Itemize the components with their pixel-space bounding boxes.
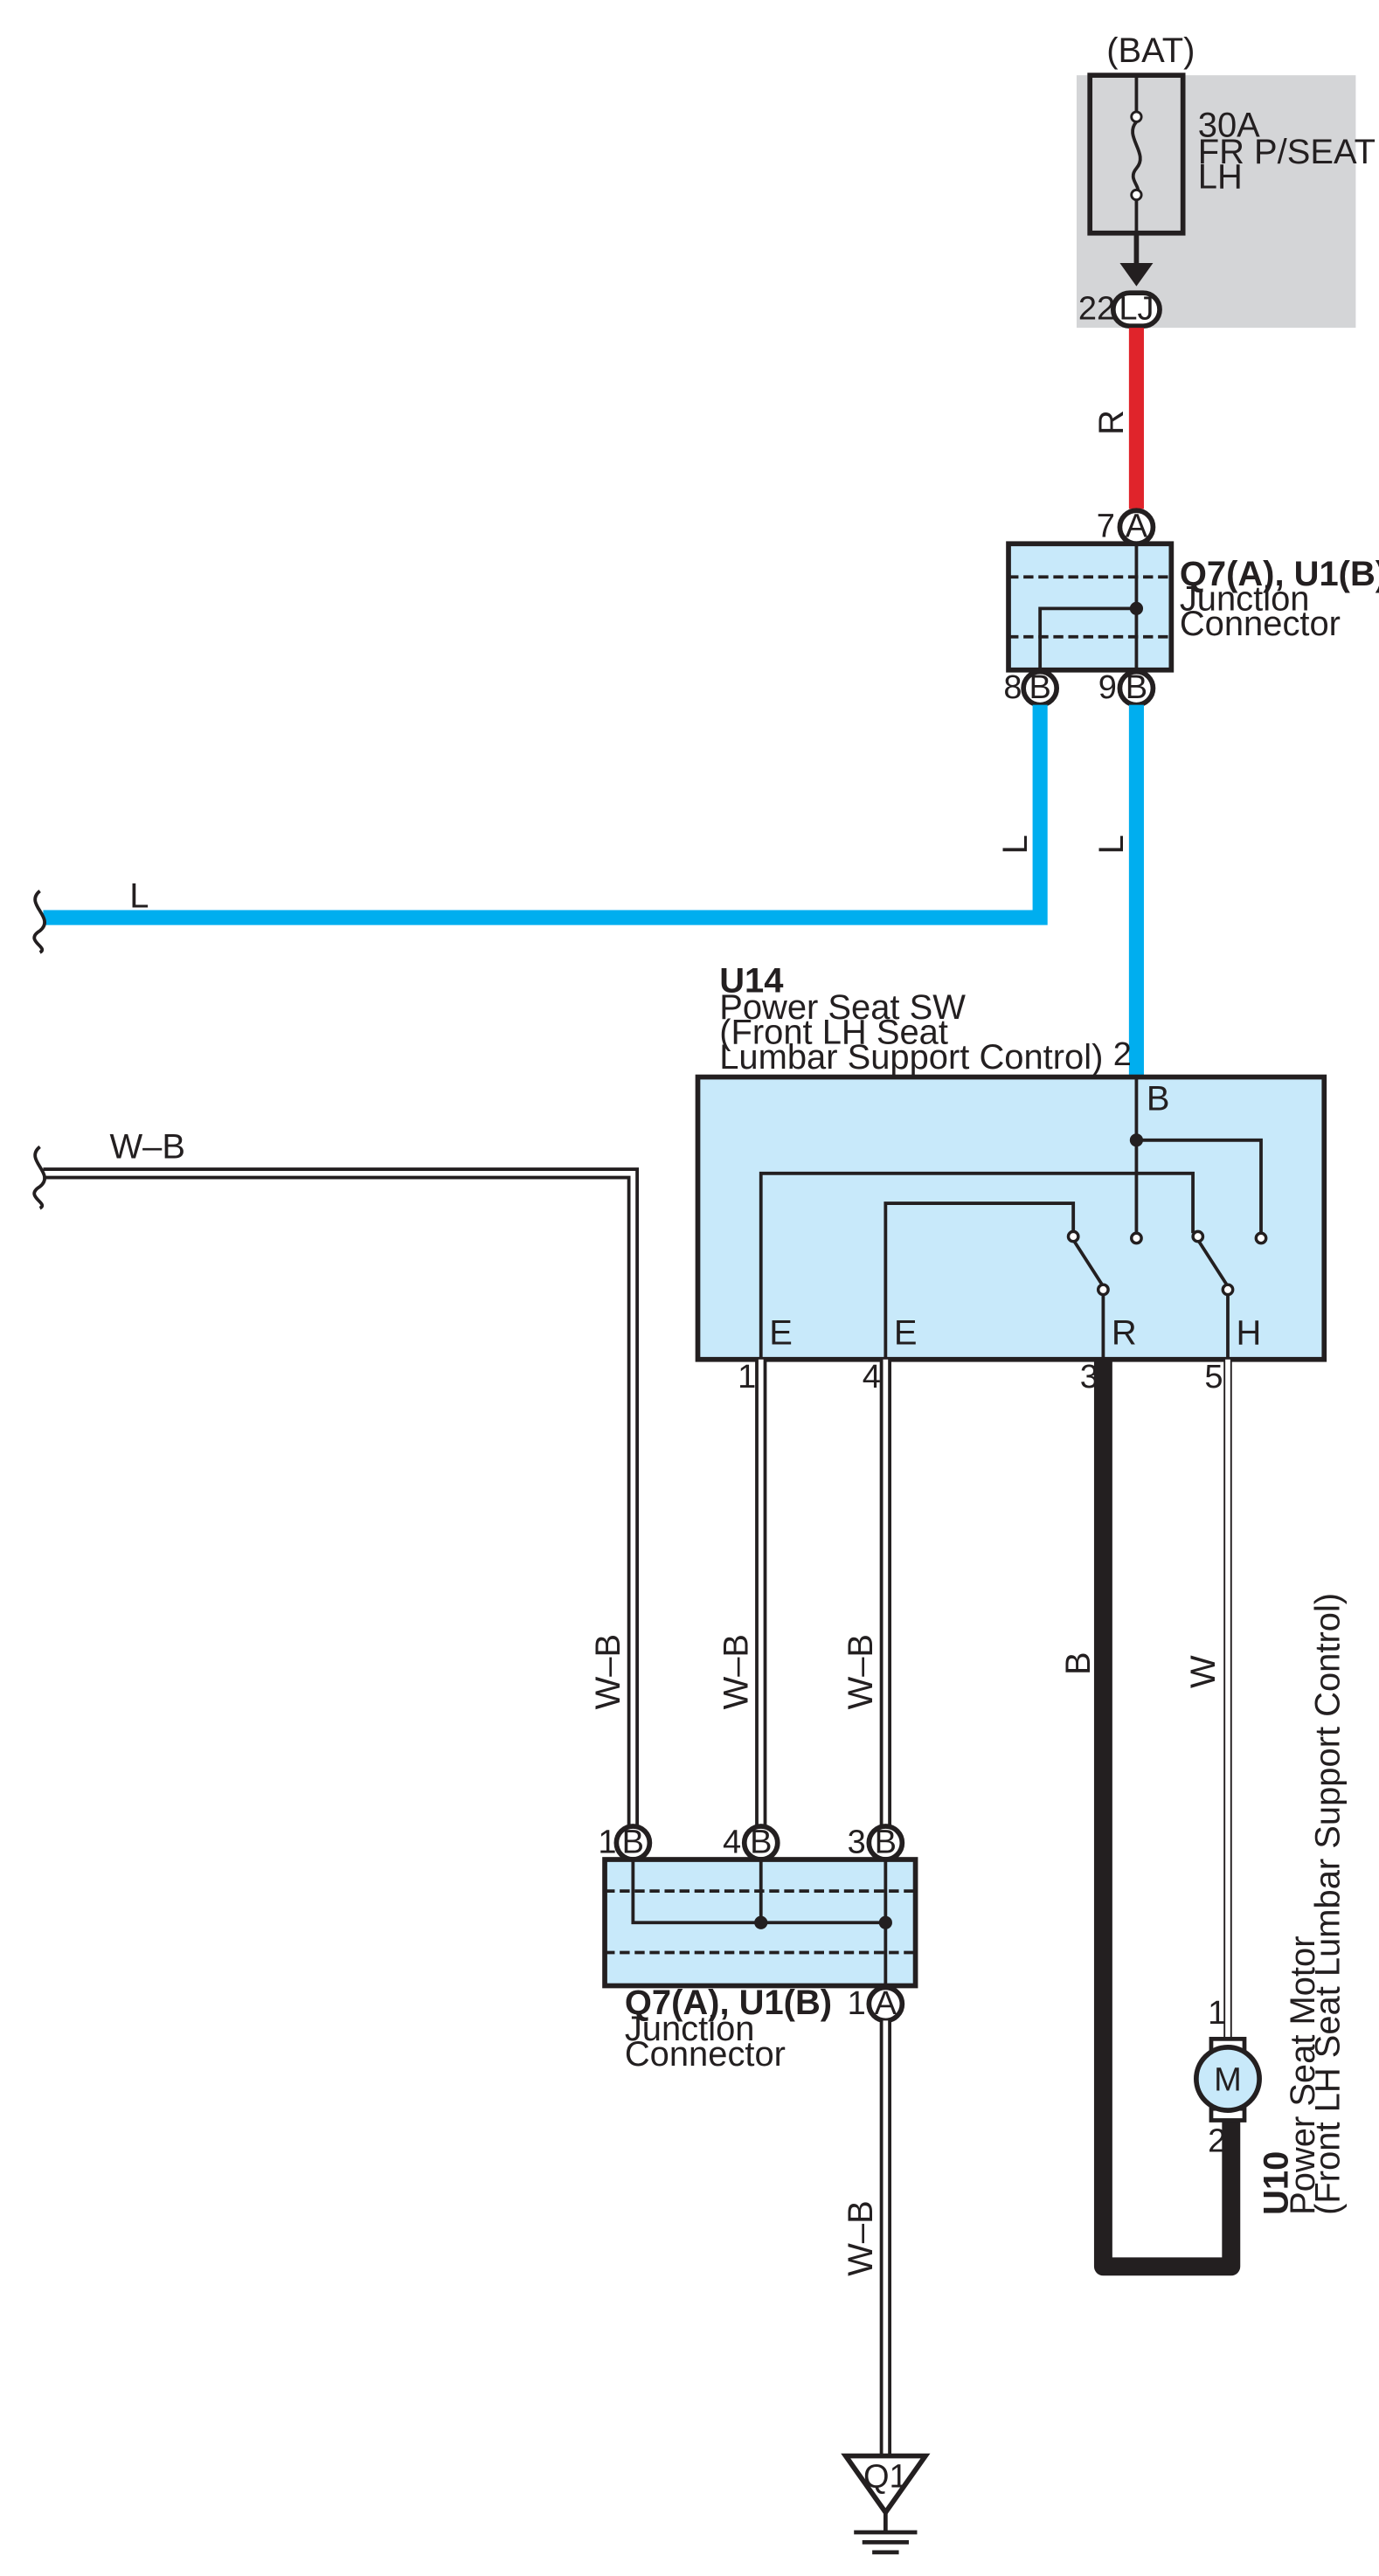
switch-term-b: B — [1147, 1080, 1170, 1118]
fuse-box-background — [1076, 75, 1356, 329]
fuse-icon — [1130, 75, 1143, 233]
wire-blue-left — [43, 704, 1048, 925]
junction-bottom-line2: Junction — [625, 2010, 755, 2048]
motor-symbol: M — [1214, 2061, 1242, 2098]
switch-pin-e1: 1 — [738, 1359, 756, 1395]
junction-bottom-pin-4: 4 — [723, 1824, 741, 1860]
junction-bottom-pin-out-code: A — [875, 1985, 897, 2022]
motor-pin-1: 1 — [1208, 1995, 1226, 2032]
switch-internal-circuit — [759, 1077, 1263, 1360]
wire-label-wb-2: W–B — [717, 1634, 756, 1709]
wire-label-r: R — [1092, 410, 1131, 435]
battery-label: (BAT) — [1106, 31, 1195, 70]
junction-bottom-line3: Connector — [625, 2035, 786, 2074]
wire-label-l-8: L — [996, 834, 1035, 854]
switch-pin-b: 2 — [1113, 1036, 1132, 1073]
wire-break-icon — [32, 890, 46, 954]
power-seat-switch — [695, 1074, 1327, 1362]
motor-pin-2: 2 — [1208, 2123, 1226, 2160]
wire-label-l-9: L — [1092, 834, 1131, 854]
motor-name-line2: (Front LH Seat Lumbar Support Control) — [1308, 1593, 1347, 2215]
motor-name-line1: Power Seat Motor — [1284, 1935, 1322, 2214]
connector-lj-pin: 22 — [1078, 291, 1115, 328]
wire-break-icon — [32, 1145, 46, 1210]
junction-bottom-pin-1-code: B — [622, 1824, 644, 1860]
wire-label-w-motor: W — [1184, 1655, 1223, 1688]
connector-lj — [1110, 290, 1162, 329]
wire-black-motor — [1093, 1359, 1241, 2276]
junction-bottom-pin-3: 3 — [848, 1824, 866, 1860]
switch-name-line1: Power Seat SW — [719, 988, 966, 1027]
junction-bottom-pin-4-code: B — [750, 1824, 772, 1860]
junction-top-pin-8: 8 — [1003, 669, 1022, 706]
ground-code: Q1 — [863, 2459, 908, 2496]
switch-contacts — [1066, 1229, 1268, 1297]
junction-top-title: Q7(A), U1(B) — [1180, 555, 1379, 593]
junction-bottom-pin-out: 1 — [848, 1985, 866, 2022]
wire-label-l-left: L — [129, 877, 149, 916]
switch-term-h: H — [1236, 1314, 1261, 1353]
switch-term-e1: E — [769, 1314, 793, 1353]
switch-pin-h: 5 — [1204, 1359, 1223, 1395]
junction-top-line3: Connector — [1180, 605, 1341, 643]
ground-point-icon — [841, 2453, 931, 2517]
ground-icon — [854, 2512, 918, 2555]
switch-term-r: R — [1112, 1314, 1137, 1353]
junction-top-pin-9-code: B — [1126, 669, 1147, 706]
switch-name-line3: Lumbar Support Control) — [719, 1038, 1103, 1077]
wire-label-b-motor: B — [1059, 1652, 1098, 1675]
junction-top-pin-8-code: B — [1029, 669, 1050, 706]
fuse-rating: 30A — [1198, 106, 1260, 144]
junction-top-pin-in-code: A — [1126, 509, 1148, 545]
junction-bottom-pin-1: 1 — [598, 1824, 616, 1860]
motor-code: U10 — [1257, 2151, 1295, 2215]
switch-code: U14 — [719, 962, 783, 1001]
wire-label-wb-ground: W–B — [842, 2200, 880, 2275]
switch-name-line2: (Front LH Seat — [719, 1014, 948, 1052]
switch-pin-e2: 4 — [863, 1359, 881, 1395]
fuse-name-line2: LH — [1198, 157, 1243, 196]
junction-top-pin-9: 9 — [1098, 669, 1117, 706]
wire-label-wb-1: W–B — [589, 1634, 627, 1709]
switch-term-e2: E — [894, 1314, 918, 1353]
motor-icon — [1194, 2044, 1262, 2113]
junction-bottom-title: Q7(A), U1(B) — [625, 1984, 832, 2022]
wire-label-wb-3: W–B — [842, 1634, 880, 1709]
connector-lj-code: LJ — [1119, 291, 1154, 328]
junction-top-pin-in: 7 — [1097, 509, 1115, 545]
junction-bottom-pin-3-code: B — [875, 1824, 897, 1860]
arrow-down-icon — [1119, 262, 1154, 287]
switch-pin-r: 3 — [1080, 1359, 1098, 1395]
wire-wb-top — [43, 1167, 640, 1826]
junction-top-line2: Junction — [1180, 579, 1310, 618]
wire-label-wb-top: W–B — [109, 1128, 184, 1167]
fuse-name-line1: FR P/SEAT — [1198, 133, 1376, 171]
connector-pin-a-7 — [1117, 508, 1156, 547]
